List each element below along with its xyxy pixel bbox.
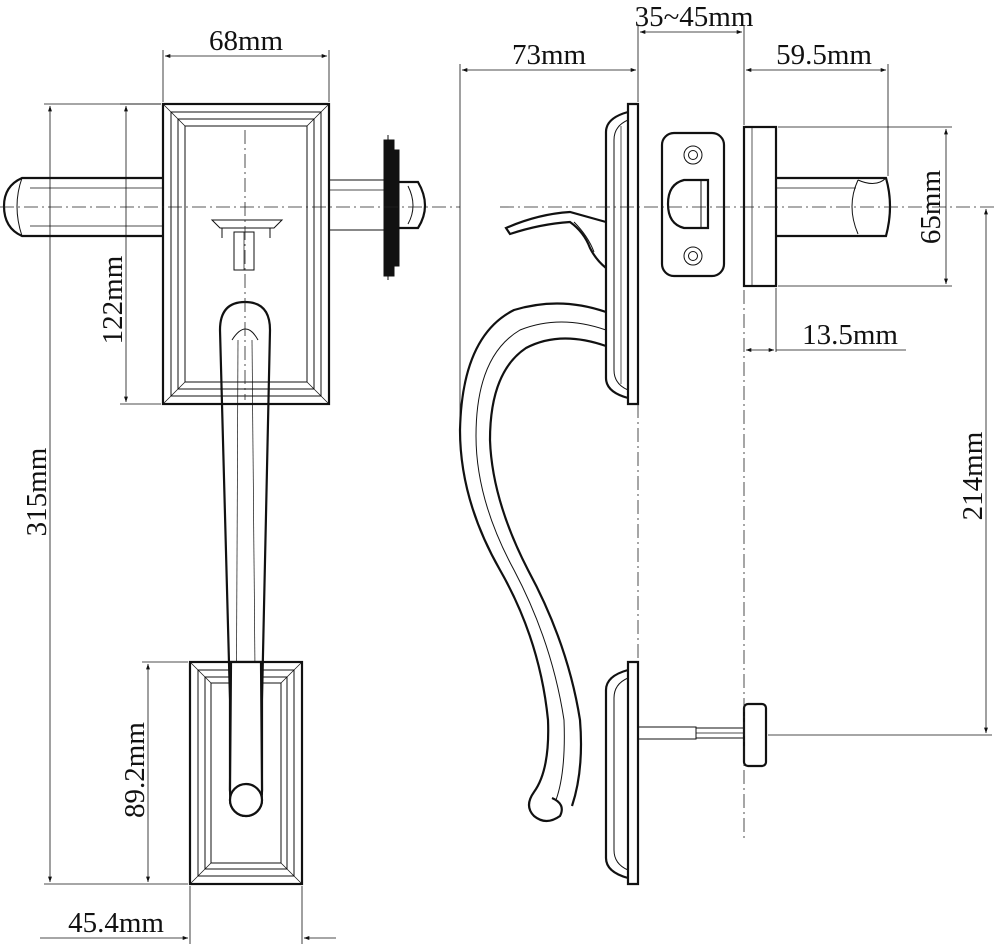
dimension-overall-height: 315mm xyxy=(21,103,188,885)
lower-escutcheon xyxy=(188,660,304,886)
side-thumbturn xyxy=(637,702,768,768)
label-overall-height: 315mm xyxy=(21,447,53,536)
cylinder-keyway xyxy=(210,219,284,271)
dimension-lower-plate-width: 45.4mm xyxy=(40,886,336,944)
side-lower-escutcheon xyxy=(604,660,640,886)
front-lever-left xyxy=(2,176,162,238)
front-lever-right xyxy=(328,135,427,280)
dimension-rose-diameter: 65mm xyxy=(778,126,952,287)
dimension-center-to-thumbturn: 214mm xyxy=(768,208,992,736)
label-lever-length: 59.5mm xyxy=(776,39,872,71)
dimension-door-thickness: 35~45mm xyxy=(635,1,754,125)
label-handle-projection: 73mm xyxy=(512,39,587,71)
label-rose-thickness: 13.5mm xyxy=(802,319,898,351)
dimension-upper-plate-height: 122mm xyxy=(97,103,161,405)
front-view xyxy=(0,102,460,886)
side-thumb-lever xyxy=(504,210,607,269)
label-upper-plate-height: 122mm xyxy=(97,255,129,344)
label-rose-diameter: 65mm xyxy=(915,170,947,245)
label-lower-plate-height: 89.2mm xyxy=(119,722,151,818)
upper-escutcheon xyxy=(161,102,331,406)
side-s-grip xyxy=(458,302,607,823)
dimension-handle-projection: 73mm xyxy=(459,26,639,430)
dimension-escutcheon-width: 68mm xyxy=(162,25,330,102)
inside-rose-lever xyxy=(742,125,892,288)
label-escutcheon-width: 68mm xyxy=(209,25,284,57)
latch-faceplate xyxy=(660,131,726,278)
label-door-thickness: 35~45mm xyxy=(635,1,754,33)
dimension-lever-length: 59.5mm xyxy=(745,39,889,176)
label-lower-plate-width: 45.4mm xyxy=(68,907,164,939)
dimension-rose-thickness: 13.5mm xyxy=(745,288,906,352)
side-view xyxy=(458,102,998,886)
side-upper-escutcheon xyxy=(604,102,640,406)
dimension-lower-plate-height: 89.2mm xyxy=(119,661,188,883)
label-center-to-thumbturn: 214mm xyxy=(957,431,989,520)
